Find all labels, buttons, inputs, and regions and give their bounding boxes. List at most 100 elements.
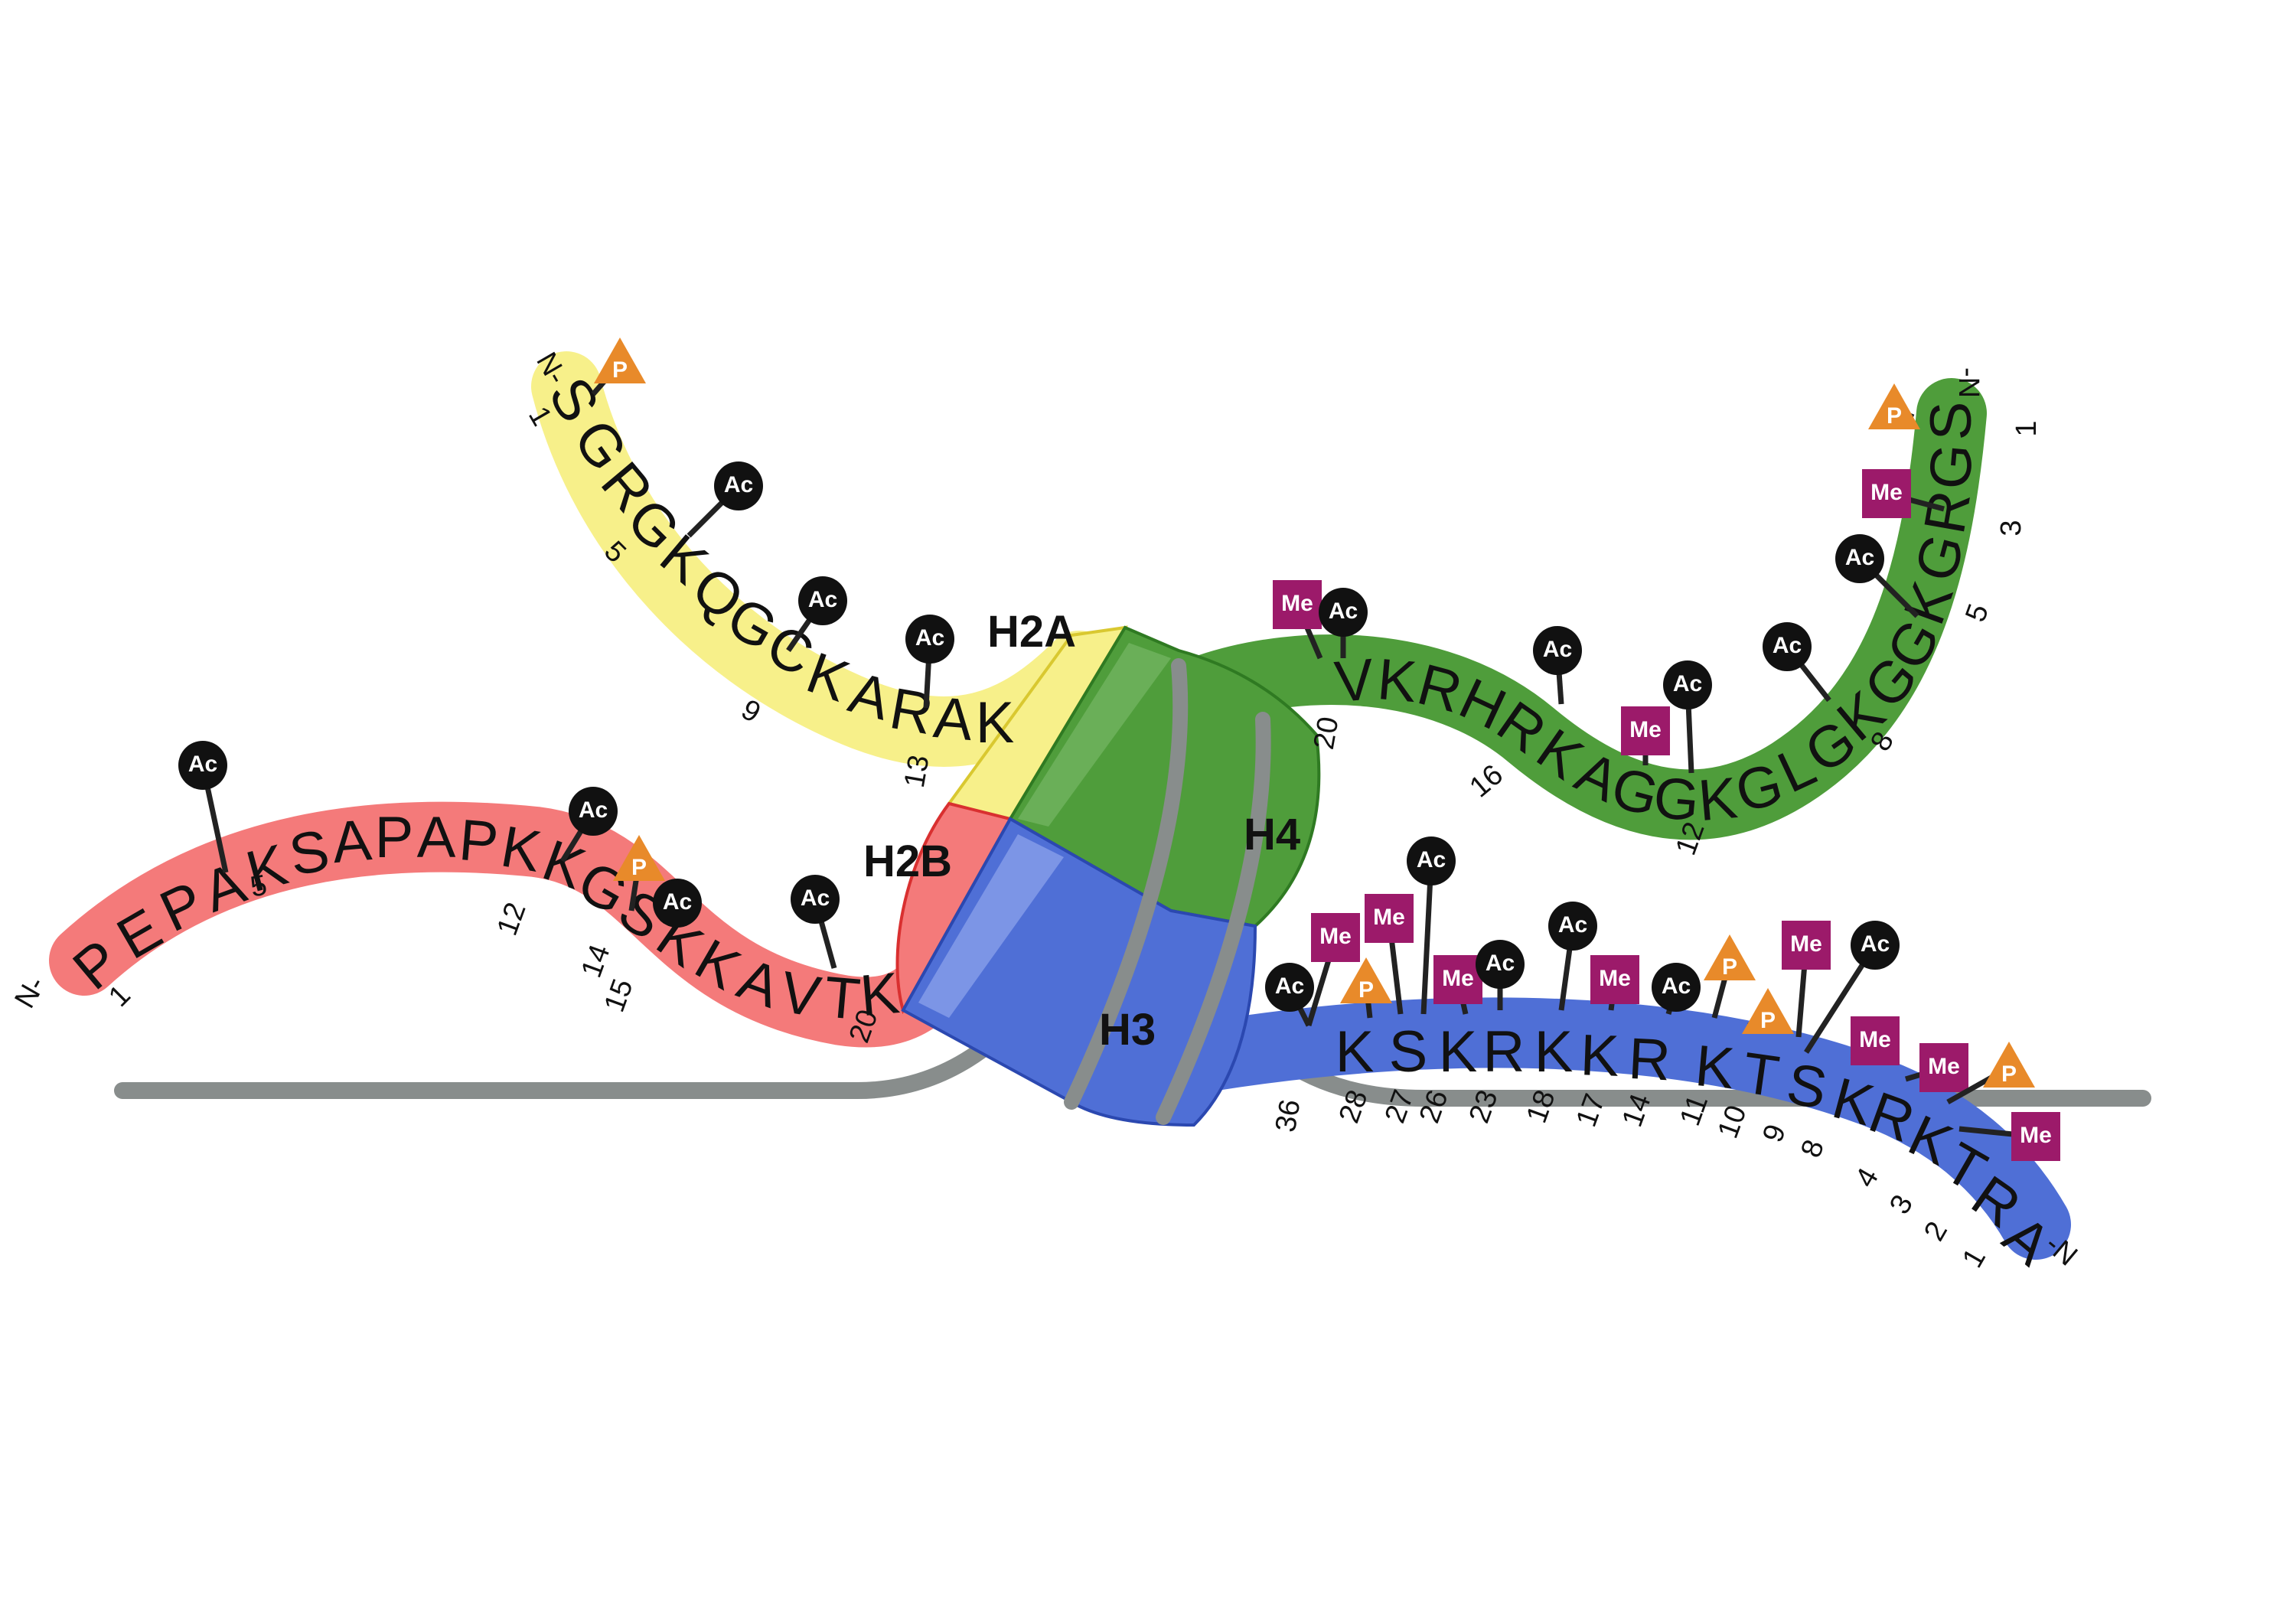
- modification-label: Ac: [915, 625, 944, 651]
- h2b-core: [895, 801, 1013, 1015]
- modification-ac: Ac: [905, 615, 954, 709]
- methylation-marker: [1590, 955, 1639, 1004]
- modification-me: Me: [1365, 894, 1414, 1015]
- modification-label: Me: [2020, 1123, 2052, 1148]
- h2a-tail: [531, 351, 1114, 767]
- h4-residue: V: [1332, 647, 1377, 715]
- modification-ac: Ac: [1835, 534, 1919, 618]
- acetylation-marker: [1652, 963, 1701, 1012]
- methylation-marker: [1433, 955, 1482, 1004]
- acetylation-marker: [791, 875, 840, 924]
- modification-p: P: [613, 835, 665, 911]
- h2b-n-terminus: N-: [8, 971, 51, 1014]
- modification-label: P: [1722, 954, 1737, 980]
- modification-ac: Ac: [786, 576, 847, 652]
- modification-label: Me: [1859, 1027, 1891, 1052]
- h3-residue: S: [1389, 1019, 1428, 1084]
- modification-p: P: [591, 338, 646, 396]
- phosphorylation-marker: [1742, 988, 1794, 1034]
- h4-residue: G: [1651, 765, 1701, 834]
- modification-label: Ac: [1845, 545, 1874, 570]
- h2a-residue: K: [976, 690, 1015, 755]
- h4-residue-number: 3: [1995, 520, 2027, 536]
- methylation-marker: [1782, 921, 1831, 970]
- h4-core-highlight: [1018, 643, 1171, 827]
- modification-me: Me: [1621, 706, 1670, 765]
- modification-label: Ac: [579, 797, 608, 823]
- phosphorylation-marker: [1868, 383, 1920, 429]
- phosphorylation-marker: [1340, 957, 1392, 1003]
- h4-residue: K: [1696, 765, 1740, 833]
- h2b-residue: P: [457, 807, 501, 876]
- modification-me: Me: [1433, 955, 1482, 1015]
- h3-residue-number: 2: [1918, 1216, 1954, 1246]
- acetylation-marker: [1476, 940, 1525, 989]
- modification-me: Me: [1273, 580, 1323, 660]
- modification-label: Me: [1928, 1054, 1960, 1079]
- modification-ac: Ac: [1407, 836, 1456, 1015]
- acetylation-marker: [1835, 534, 1884, 583]
- methylation-marker: [1919, 1043, 1968, 1092]
- acetylation-marker: [653, 879, 702, 928]
- modification-me: Me: [1306, 913, 1360, 1027]
- h3-residue: K: [1579, 1022, 1620, 1089]
- modification-ac: Ac: [1763, 622, 1831, 703]
- dna-wrap-1: [1064, 658, 1189, 1110]
- h3-residue: R: [1483, 1019, 1525, 1084]
- modification-label: Ac: [801, 885, 830, 911]
- modification-ac: Ac: [1548, 902, 1597, 1011]
- h3-residue: K: [1439, 1019, 1478, 1084]
- label-h2b: H2B: [863, 836, 952, 886]
- modification-ac: Ac: [1319, 588, 1368, 658]
- h3-residue: R: [1627, 1026, 1672, 1094]
- modification-label: Me: [1629, 717, 1662, 742]
- h4-residue-number: 5: [1959, 600, 1995, 626]
- modification-ac: Ac: [1476, 940, 1525, 1010]
- modification-me: Me: [1958, 1112, 2060, 1161]
- h3-tail: [1174, 997, 2071, 1260]
- modification-me: Me: [1590, 955, 1639, 1011]
- methylation-marker: [1311, 913, 1360, 962]
- modification-ac: Ac: [1804, 921, 1900, 1054]
- h2a-residue-number: 9: [735, 693, 765, 729]
- modification-label: Ac: [1486, 951, 1515, 976]
- h2a-residue-number: 13: [899, 752, 936, 790]
- h3-residue: K: [1693, 1033, 1737, 1101]
- modification-ac: Ac: [178, 741, 229, 873]
- h2b-residue: K: [858, 960, 902, 1029]
- acetylation-marker: [1533, 626, 1582, 675]
- methylation-marker: [1621, 706, 1670, 755]
- h4-residue-number: 1: [2011, 420, 2043, 436]
- h3-residue-number: 36: [1270, 1097, 1307, 1134]
- acetylation-marker: [569, 787, 618, 836]
- label-h2a: H2A: [987, 607, 1076, 657]
- methylation-marker: [1862, 469, 1911, 518]
- h4-n-terminus: -N: [1952, 367, 1985, 398]
- h3-residue-number: 9: [1756, 1120, 1792, 1146]
- modification-p: P: [1704, 934, 1756, 1019]
- nucleosome-core: [895, 625, 1321, 1127]
- phosphorylation-marker: [1704, 934, 1756, 980]
- label-h3: H3: [1099, 1005, 1156, 1055]
- acetylation-marker: [798, 576, 847, 625]
- modification-ac: Ac: [653, 879, 702, 928]
- methylation-marker: [2011, 1112, 2060, 1161]
- h3-residue-number: 1: [1956, 1243, 1992, 1273]
- h3-residue-number: 4: [1849, 1163, 1885, 1192]
- modification-ac: Ac: [560, 787, 618, 863]
- h3-residue: K: [1534, 1019, 1574, 1084]
- h3-residue: K: [1336, 1019, 1375, 1084]
- modification-ac: Ac: [687, 461, 763, 538]
- acetylation-marker: [905, 615, 954, 664]
- methylation-marker: [1273, 580, 1322, 629]
- h2a-residue: A: [931, 685, 976, 753]
- modification-label: Me: [1599, 966, 1631, 991]
- modification-label: Ac: [1773, 633, 1802, 658]
- h2b-residue: T: [822, 964, 863, 1032]
- modification-me: Me: [1850, 1016, 1900, 1065]
- h4-residue-number: 20: [1308, 714, 1345, 752]
- modification-label: P: [612, 357, 628, 383]
- acetylation-marker: [1265, 963, 1314, 1012]
